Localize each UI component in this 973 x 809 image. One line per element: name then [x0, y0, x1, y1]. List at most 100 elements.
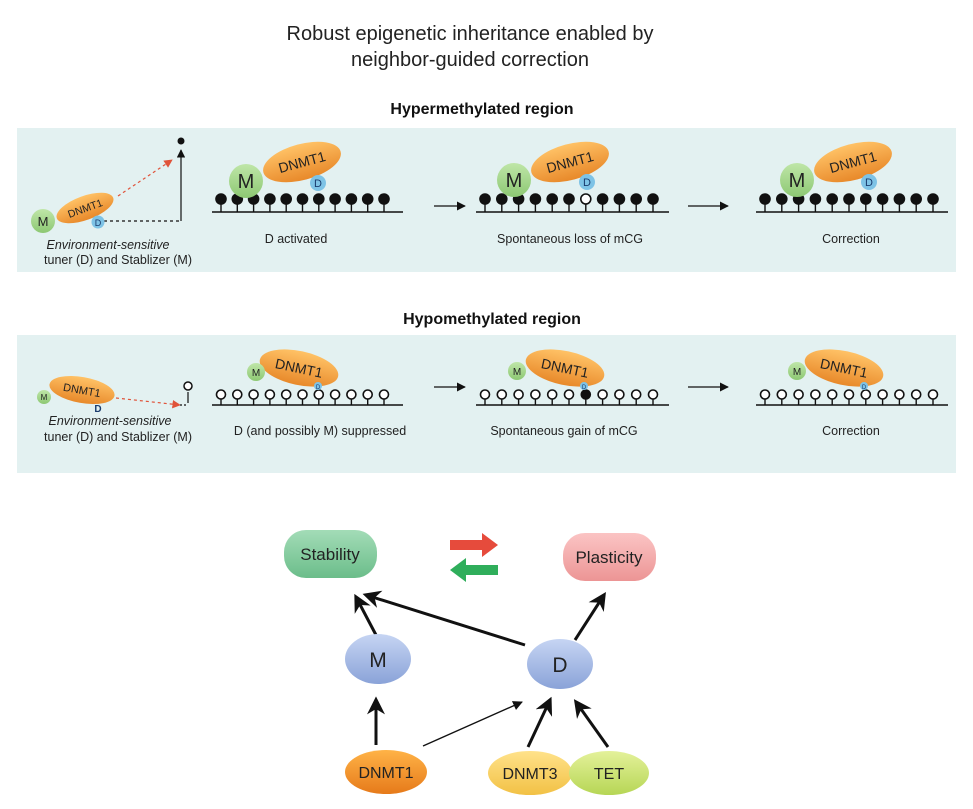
unmethylated-cpg — [910, 389, 922, 400]
unmethylated-cpg — [530, 389, 541, 400]
unmethylated-cpg — [877, 389, 888, 400]
hyper-legend-line2: tuner (D) and Stablizer (M) — [44, 253, 192, 267]
methylated-cpg — [826, 193, 839, 205]
unmethylated-cpg — [759, 389, 771, 400]
dnmt3-node — [488, 751, 572, 795]
hypo-legend-line2: tuner (D) and Stablizer (M) — [44, 430, 192, 444]
methylated-cpg — [563, 193, 575, 205]
dnmt3-to-d-arrow — [526, 696, 553, 748]
dnmt1-node — [345, 750, 427, 794]
unmethylated-cpg — [346, 389, 357, 400]
svg-text:D: D — [583, 177, 591, 189]
unmethylated-cpg — [362, 389, 374, 400]
dnmt1-icon — [56, 192, 114, 224]
stability-node — [284, 530, 377, 578]
right-arrow-icon — [450, 533, 498, 557]
unmethylated-cpg — [513, 389, 524, 400]
figure-title-line2: neighbor-guided correction — [351, 49, 589, 71]
d-node-label: D — [552, 654, 567, 677]
hyper-section-label: Hypermethylated region — [390, 101, 573, 118]
dnmt3-node-label: DNMT3 — [502, 766, 557, 783]
svg-text:M: M — [793, 367, 801, 378]
hypo-strand-3 — [756, 389, 948, 406]
m-to-stability-arrow — [354, 593, 378, 636]
methylated-cpg — [215, 193, 227, 205]
dnmt1-icon — [263, 141, 341, 183]
d-to-stability-arrow — [362, 590, 526, 647]
dnmt1-icon — [531, 141, 609, 183]
d-tuner-icon — [860, 382, 868, 390]
methylated-cpg — [613, 193, 626, 205]
d-tuner-icon: D — [94, 404, 101, 415]
unmethylated-cpg — [597, 389, 608, 400]
methylated-cpg — [529, 193, 542, 205]
dnmt1-to-d-arrow — [422, 701, 523, 747]
svg-text:D: D — [582, 385, 587, 391]
m-stabilizer-icon — [37, 390, 51, 404]
m-stabilizer-icon — [508, 362, 526, 380]
d-tuner-icon — [580, 382, 588, 390]
methylated-cpg — [809, 193, 822, 205]
unmethylated-cpg — [843, 389, 855, 400]
methylated-cpg — [876, 193, 889, 205]
methylated-cpg — [495, 193, 508, 205]
hyper-legend-line1: Environment-sensitive — [47, 238, 170, 252]
m-node-label: M — [369, 649, 387, 672]
hyper-strand-3 — [756, 193, 948, 213]
svg-text:D: D — [316, 385, 321, 391]
dnmt1-icon — [525, 349, 605, 387]
unmethylated-cpg — [329, 389, 341, 400]
methylated-cpg — [345, 193, 358, 205]
methylated-cpg — [479, 193, 491, 205]
dnmt1-icon — [804, 349, 884, 387]
unmethylated-cpg — [297, 389, 308, 400]
methylated-cpg — [378, 193, 390, 205]
methylated-cpg — [927, 193, 939, 205]
hypo-strand-2 — [476, 389, 669, 406]
unmethylated-cpg — [826, 389, 838, 400]
d-to-plasticity-arrow — [573, 591, 606, 641]
hyper-caption-2: Spontaneous loss of mCG — [497, 232, 643, 246]
hypo-strand-1 — [212, 389, 403, 406]
d-tuner-icon — [91, 215, 105, 229]
d-tuner-icon — [579, 174, 595, 190]
unmethylated-cpg — [563, 389, 575, 400]
figure-title-line1: Robust epigenetic inheritance enabled by — [287, 23, 654, 45]
methylated-cpg — [775, 193, 788, 205]
unmethylated-cpg — [313, 389, 325, 400]
svg-text:D: D — [95, 218, 102, 228]
m-stabilizer-icon — [788, 362, 806, 380]
svg-text:M: M — [506, 170, 523, 192]
unmethylated-cpg — [776, 389, 788, 400]
svg-text:D: D — [865, 177, 873, 189]
unmethylated-cpg — [927, 389, 939, 400]
svg-text:D: D — [862, 385, 867, 391]
methylated-cpg — [647, 193, 659, 205]
unmethylated-cpg — [579, 193, 592, 205]
svg-text:M: M — [38, 214, 49, 229]
dnmt1-node-label: DNMT1 — [358, 765, 413, 782]
hypo-caption-1: D (and possibly M) suppressed — [234, 424, 406, 438]
hyper-caption-1: D activated — [265, 232, 328, 246]
methylated-cpg — [546, 193, 559, 205]
unmethylated-cpg — [378, 389, 390, 400]
svg-text:D: D — [314, 178, 322, 190]
unmethylated-cpg — [264, 389, 276, 400]
methylated-cpg — [630, 193, 643, 205]
m-stabilizer-icon — [229, 164, 263, 198]
plasticity-node — [563, 533, 656, 581]
methylated-cpg — [264, 193, 276, 205]
hyper-strand-2 — [476, 193, 669, 213]
svg-text:M: M — [252, 368, 260, 379]
dnmt1-icon — [49, 375, 115, 405]
unmethylated-cpg — [215, 389, 227, 400]
dnmt1-icon — [814, 141, 892, 183]
dnmt1-icon — [259, 349, 339, 387]
hypo-caption-2: Spontaneous gain of mCG — [490, 424, 637, 438]
tet-to-d-arrow — [573, 699, 610, 748]
